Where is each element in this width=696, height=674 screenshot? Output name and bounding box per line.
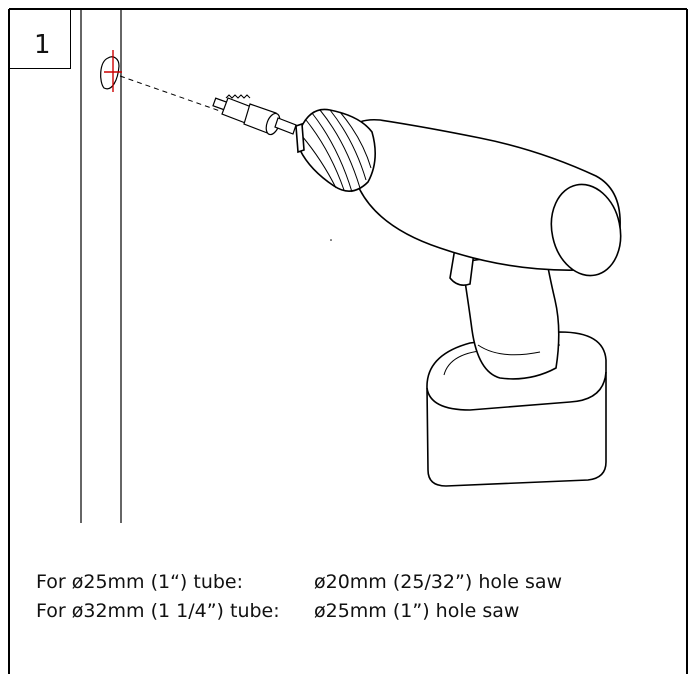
step-number: 1 [34,30,51,60]
panel-border [8,8,688,674]
step-number-box: 1 [9,9,71,69]
post-upright [80,9,122,523]
hole-saw-size-20: ø20mm (25/32”) hole saw [314,571,563,593]
hole-saw-size-25: ø25mm (1”) hole saw [314,600,520,622]
cordless-drill-icon [295,108,622,487]
tube-size-32: For ø32mm (1 1/4”) tube: [36,600,280,622]
drill-mark-icon [100,50,122,92]
alignment-line [119,75,221,112]
stray-dot [330,239,332,241]
hole-saw-icon [212,94,297,136]
tube-size-25: For ø25mm (1“) tube: [36,571,244,593]
